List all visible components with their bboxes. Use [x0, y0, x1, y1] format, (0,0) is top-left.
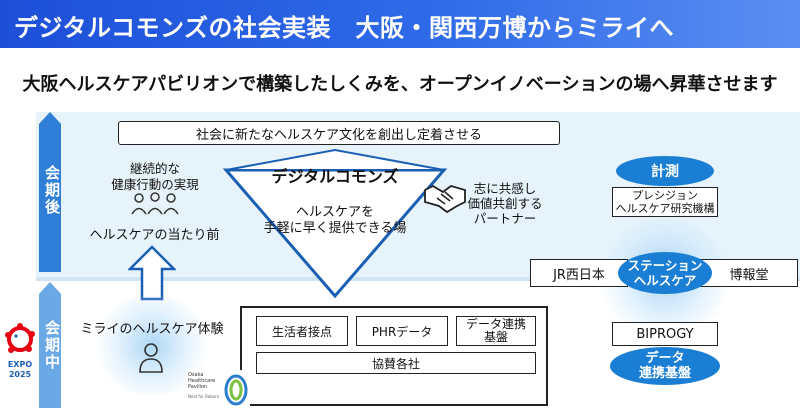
- precision-line-1: プレシジョン: [632, 189, 698, 202]
- subtitle: 大阪ヘルスケアパビリオンで構築したしくみを、オープンイノベーションの場へ昇華させ…: [22, 74, 778, 95]
- data-link-text-1: データ連携: [465, 317, 526, 331]
- pavilion-logo-tagline: Nest for Reborn: [188, 394, 220, 399]
- jr-west-box: JR西日本: [530, 259, 628, 287]
- partner-line-3: パートナー: [473, 211, 537, 226]
- data-link-box: データ連携 基盤: [456, 316, 536, 346]
- station-line-1: ステーション: [627, 258, 703, 273]
- pavilion-logo: Osaka Healthcare Pavilion Nest for Rebor…: [186, 370, 250, 410]
- hakuhodo-box: 博報堂: [700, 259, 798, 287]
- person-icon: [139, 343, 163, 373]
- header-banner: [0, 0, 800, 48]
- biprogy-box: BIPROGY: [612, 322, 718, 346]
- consumer-touchpoint-text: 生活者接点: [271, 324, 332, 339]
- station-healthcare-badge: ステーション ヘルスケア: [618, 252, 712, 294]
- partner-line-1: 志に共感し: [473, 181, 537, 196]
- up-arrow: [128, 245, 176, 301]
- pavilion-logo-name-2: Healthcare: [188, 378, 216, 384]
- phase-after-label: 会期後: [43, 165, 61, 216]
- pavilion-logo-name-3: Pavilion: [188, 384, 208, 390]
- phr-data-text: PHRデータ: [371, 324, 433, 339]
- commons-desc-2: 手軽に早く提供できる場: [263, 221, 407, 236]
- data-badge-line-2: 連携基盤: [638, 366, 691, 381]
- sponsors-text: 協賛各社: [371, 356, 420, 371]
- partner-line-2: 価値共創する: [467, 196, 543, 211]
- expo-logo-text: EXPO: [7, 360, 33, 369]
- future-experience: ミライのヘルスケア体験: [80, 322, 224, 337]
- commons-title: デジタルコモンズ: [271, 167, 399, 186]
- phase-arrows: [39, 112, 61, 408]
- sponsors-box: 協賛各社: [256, 352, 536, 374]
- continuous-line-2: 健康行動の実現: [111, 177, 199, 192]
- precision-health-box: プレシジョン ヘルスケア研究機構: [612, 187, 718, 217]
- people-group-icon: [131, 192, 179, 215]
- expo-logo-year: 2025: [8, 370, 32, 379]
- jr-west-text: JR西日本: [553, 267, 605, 283]
- triangle-top-shape: [225, 148, 445, 171]
- hakuhodo-text: 博報堂: [729, 267, 769, 283]
- healthcare-norm: ヘルスケアの当たり前: [89, 228, 220, 243]
- during-arrow-shape: [39, 282, 61, 408]
- phr-data-box: PHRデータ: [356, 316, 448, 346]
- data-link-badge: データ 連携基盤: [610, 347, 720, 385]
- page-title: デジタルコモンズの社会実装 大阪・関西万博からミライへ: [14, 14, 675, 42]
- after-arrow-shape: [39, 112, 61, 272]
- station-line-2: ヘルスケア: [633, 273, 697, 288]
- pavilion-logo-name-1: Osaka: [188, 372, 204, 378]
- consumer-touchpoint-box: 生活者接点: [256, 316, 348, 346]
- data-badge-line-1: データ: [645, 351, 685, 366]
- top-goal-box: 社会に新たなヘルスケア文化を創出し定着させる: [118, 121, 560, 145]
- measure-badge: 計測: [616, 156, 714, 186]
- data-link-text-2: 基盤: [483, 330, 508, 344]
- handshake-icon: [424, 184, 466, 214]
- commons-desc-1: ヘルスケアを: [295, 205, 374, 220]
- center-triangle: [222, 148, 448, 298]
- top-goal-text: 社会に新たなヘルスケア文化を創出し定着させる: [195, 127, 482, 143]
- phase-during-label: 会期中: [43, 320, 61, 371]
- biprogy-text: BIPROGY: [636, 326, 694, 342]
- pavilion-logo-icon: [224, 374, 248, 406]
- continuous-line-1: 継続的な: [129, 161, 180, 176]
- band-divider: [36, 277, 800, 281]
- expo-logo-icon: [5, 323, 35, 353]
- precision-line-2: ヘルスケア研究機構: [615, 202, 715, 215]
- measure-text: 計測: [651, 164, 679, 180]
